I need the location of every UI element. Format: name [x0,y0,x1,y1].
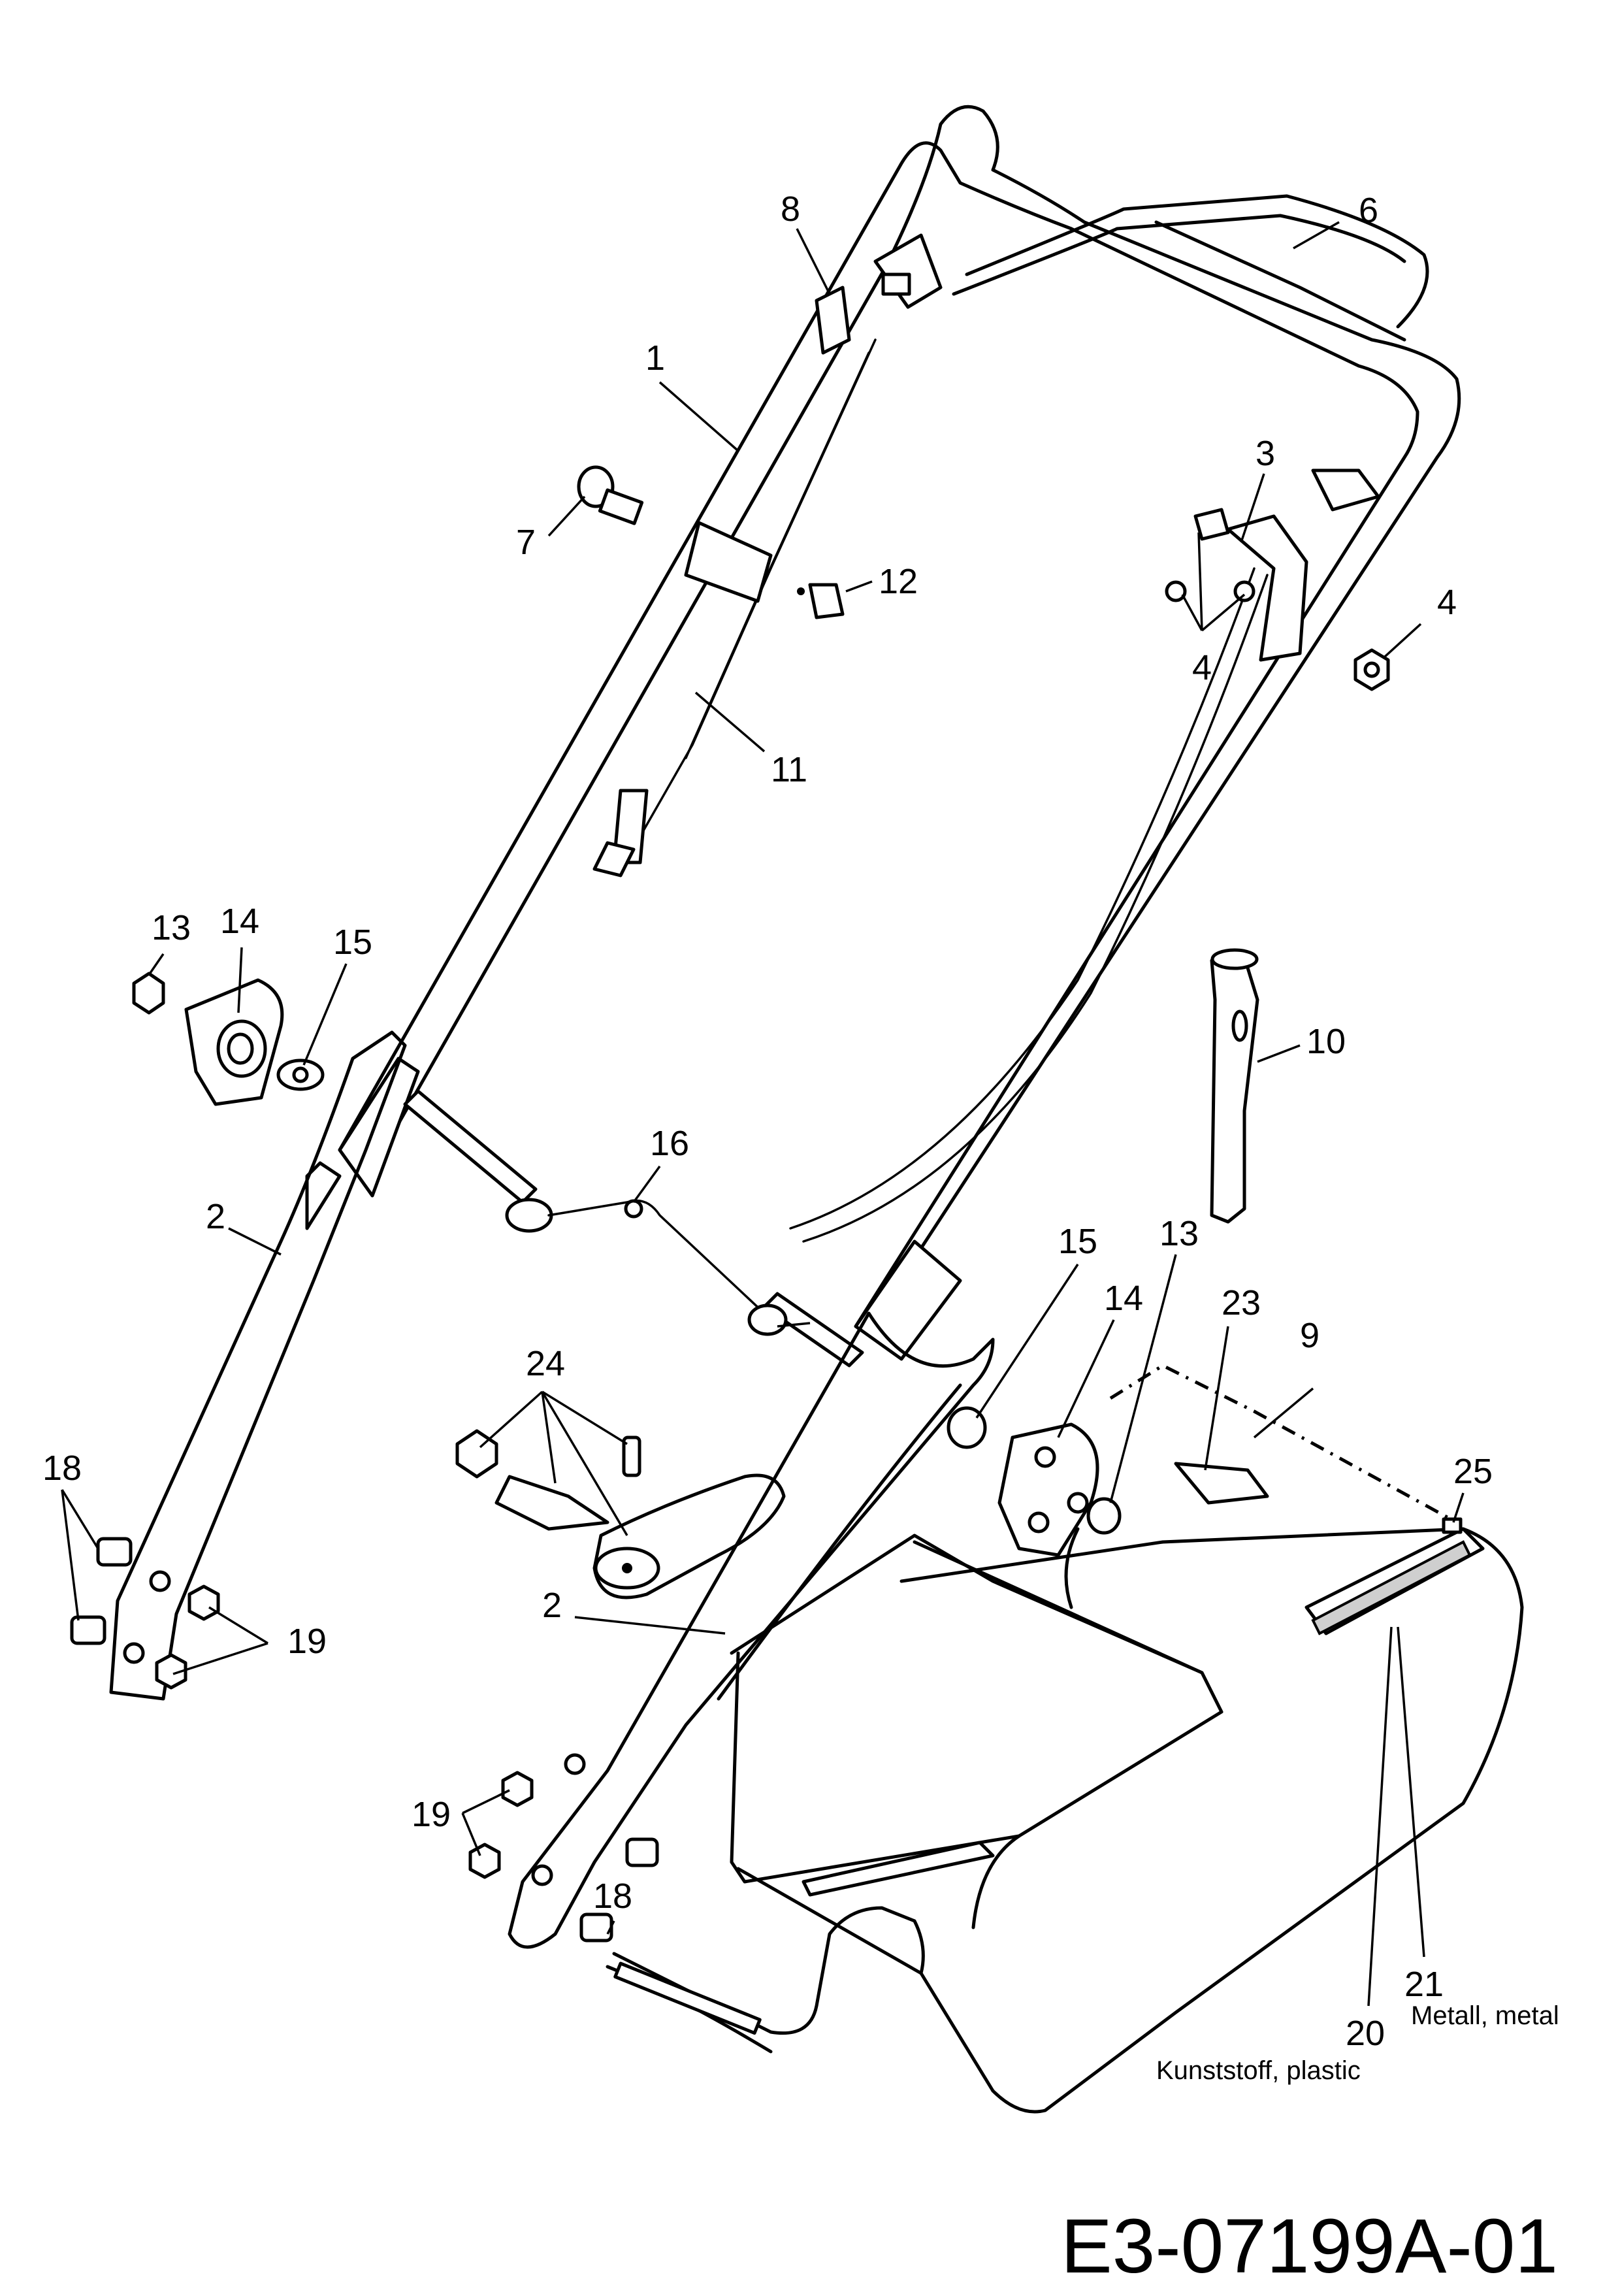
callout-13-right: 13 [1159,1214,1199,1253]
callout-11: 11 [771,750,807,789]
callout-7: 7 [516,523,536,562]
callout-6: 6 [1359,191,1378,230]
callout-8: 8 [781,189,800,229]
callout-23: 23 [1222,1283,1261,1322]
callout-labels: 1 2 2 3 4 4 6 7 8 9 10 11 12 13 13 14 14… [42,189,1559,2085]
spark-plug-wrench-10 [1210,948,1259,1224]
callout-1: 1 [645,338,665,378]
callout-15-right: 15 [1058,1222,1097,1261]
cable-assembly [592,338,877,877]
callout-4-nut: 4 [1437,583,1457,622]
callout-19-left: 19 [287,1622,327,1661]
handle-knob-set-left [132,972,325,1106]
grass-bag [606,1364,1524,2114]
bag-frame-rail [952,194,1429,342]
callout-12: 12 [879,562,918,601]
cable-guide-bracket [815,233,943,355]
height-lever-24 [455,1429,786,1599]
callout-2-left: 2 [206,1197,225,1236]
height-adjust-pin-16 [403,1089,864,1368]
upper-handle [338,105,1461,1361]
callout-18-right: 18 [593,1877,632,1916]
callout-16: 16 [650,1124,689,1163]
fasteners-left-bottom [70,1537,220,1690]
callout-2-right: 2 [542,1586,562,1625]
cable-clip-12 [797,583,845,619]
lower-handle-right [508,1311,995,1949]
control-lever [1165,468,1380,662]
callout-13-left: 13 [152,908,191,947]
callout-20: 20 [1346,2014,1385,2053]
callout-3: 3 [1256,434,1275,473]
lower-handle-left [109,1030,407,1701]
leader-lines [61,221,1465,2007]
callout-9: 9 [1300,1316,1320,1355]
callout-24: 24 [526,1344,565,1383]
knob-screw-7 [577,465,644,525]
callout-14-left: 14 [220,902,259,941]
drawing-reference-number: E3-07199A-01 [1061,2203,1558,2289]
handle-knob-set-right [947,1406,1122,1557]
nut-4 [1353,648,1390,691]
callout-25: 25 [1453,1452,1493,1491]
callout-15-left: 15 [333,923,372,962]
throttle-cable [789,567,1269,1243]
callout-19-right: 19 [412,1795,451,1834]
callout-4-lever: 4 [1192,648,1212,687]
fasteners-right-bottom [468,1771,659,1943]
callout-10: 10 [1306,1022,1346,1061]
callout-18-left: 18 [42,1449,82,1488]
callout-21: 21 [1404,1965,1444,2004]
note-part-20-material: Kunststoff, plastic [1156,2056,1361,2085]
note-part-21-material: Metall, metal [1411,2001,1559,2030]
callout-14-right: 14 [1104,1279,1143,1318]
